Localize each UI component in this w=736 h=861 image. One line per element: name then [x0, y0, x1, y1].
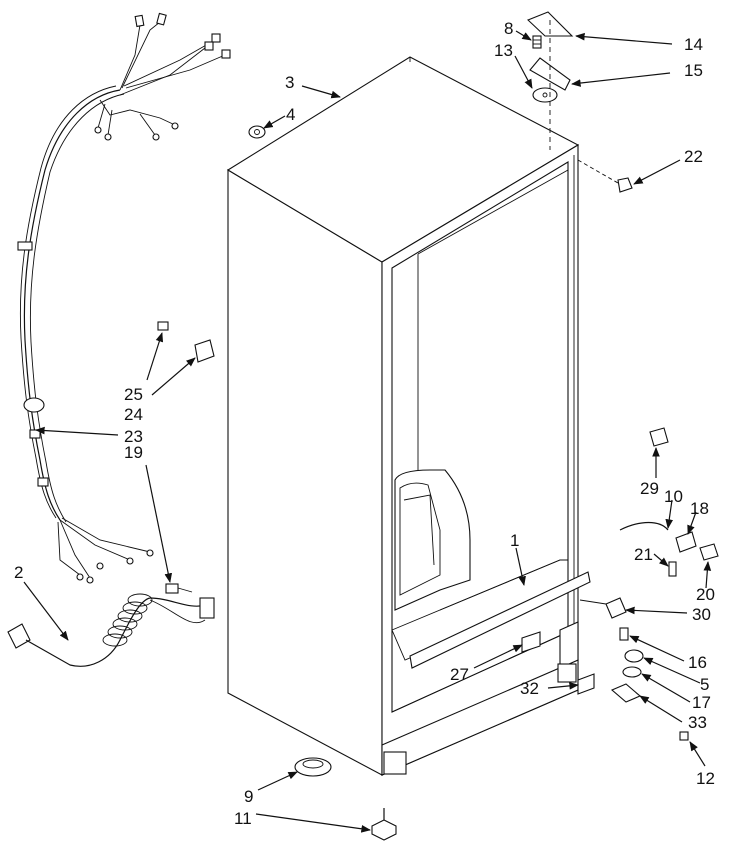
callout-8: 8: [504, 19, 513, 38]
callout-11: 11: [234, 809, 252, 828]
leader-lines: [23, 30, 712, 833]
callout-15: 15: [684, 61, 703, 80]
part-17-washer: [622, 666, 642, 678]
part-16-bolt: [619, 627, 629, 641]
callout-4: 4: [286, 105, 295, 124]
part-13-hinge-pin: [532, 87, 558, 103]
power-cord: [7, 593, 215, 667]
wire-harness: [17, 12, 231, 584]
callout-14: 14: [684, 35, 703, 54]
part-32-bracket: [577, 673, 595, 695]
part-21-screw: [668, 561, 677, 577]
part-10-wire: [619, 521, 669, 531]
refrigerator-cabinet: [226, 56, 591, 776]
part-18-bracket: [675, 531, 697, 553]
callout-9: 9: [244, 787, 253, 806]
callout-32: 32: [520, 679, 539, 698]
callout-25: 25: [124, 385, 143, 404]
callout-12: 12: [696, 769, 715, 788]
callout-33: 33: [688, 713, 707, 732]
part-22-plug: [617, 177, 633, 193]
part-24-clip: [194, 339, 215, 363]
callout-10: 10: [664, 487, 683, 506]
part-4-grommet: [248, 125, 266, 139]
callout-24: 24: [124, 405, 143, 424]
part-29-clip: [649, 427, 669, 447]
callout-1: 1: [510, 531, 519, 550]
callout-5: 5: [700, 675, 709, 694]
callout-19: 19: [124, 443, 143, 462]
callout-27: 27: [450, 665, 469, 684]
callout-30: 30: [692, 605, 711, 624]
part-8-screw: [532, 35, 542, 49]
callout-21: 21: [634, 545, 653, 564]
part-5-bushing: [624, 649, 644, 663]
part-11-leveling-leg: [371, 808, 397, 841]
callout-2: 2: [14, 563, 23, 582]
part-19-screw: [165, 583, 193, 594]
callout-22: 22: [684, 147, 703, 166]
callout-13: 13: [494, 41, 513, 60]
callout-29: 29: [640, 479, 659, 498]
callout-16: 16: [688, 653, 707, 672]
part-25-screw: [157, 321, 169, 331]
part-33-lower-hinge: [610, 683, 642, 703]
callout-20: 20: [696, 585, 715, 604]
callout-23: 23: [124, 427, 143, 446]
part-12-screw: [679, 731, 689, 741]
part-30-cover: [605, 597, 627, 619]
callout-labels: 1 2 3 4 5 8 9 10 11 12 13 14 15 16 17 18…: [14, 19, 715, 828]
part-20-bushing: [699, 543, 719, 561]
callout-18: 18: [690, 499, 709, 518]
callout-3: 3: [285, 73, 294, 92]
callout-17: 17: [692, 693, 711, 712]
part-9-foot-cap: [294, 757, 332, 777]
